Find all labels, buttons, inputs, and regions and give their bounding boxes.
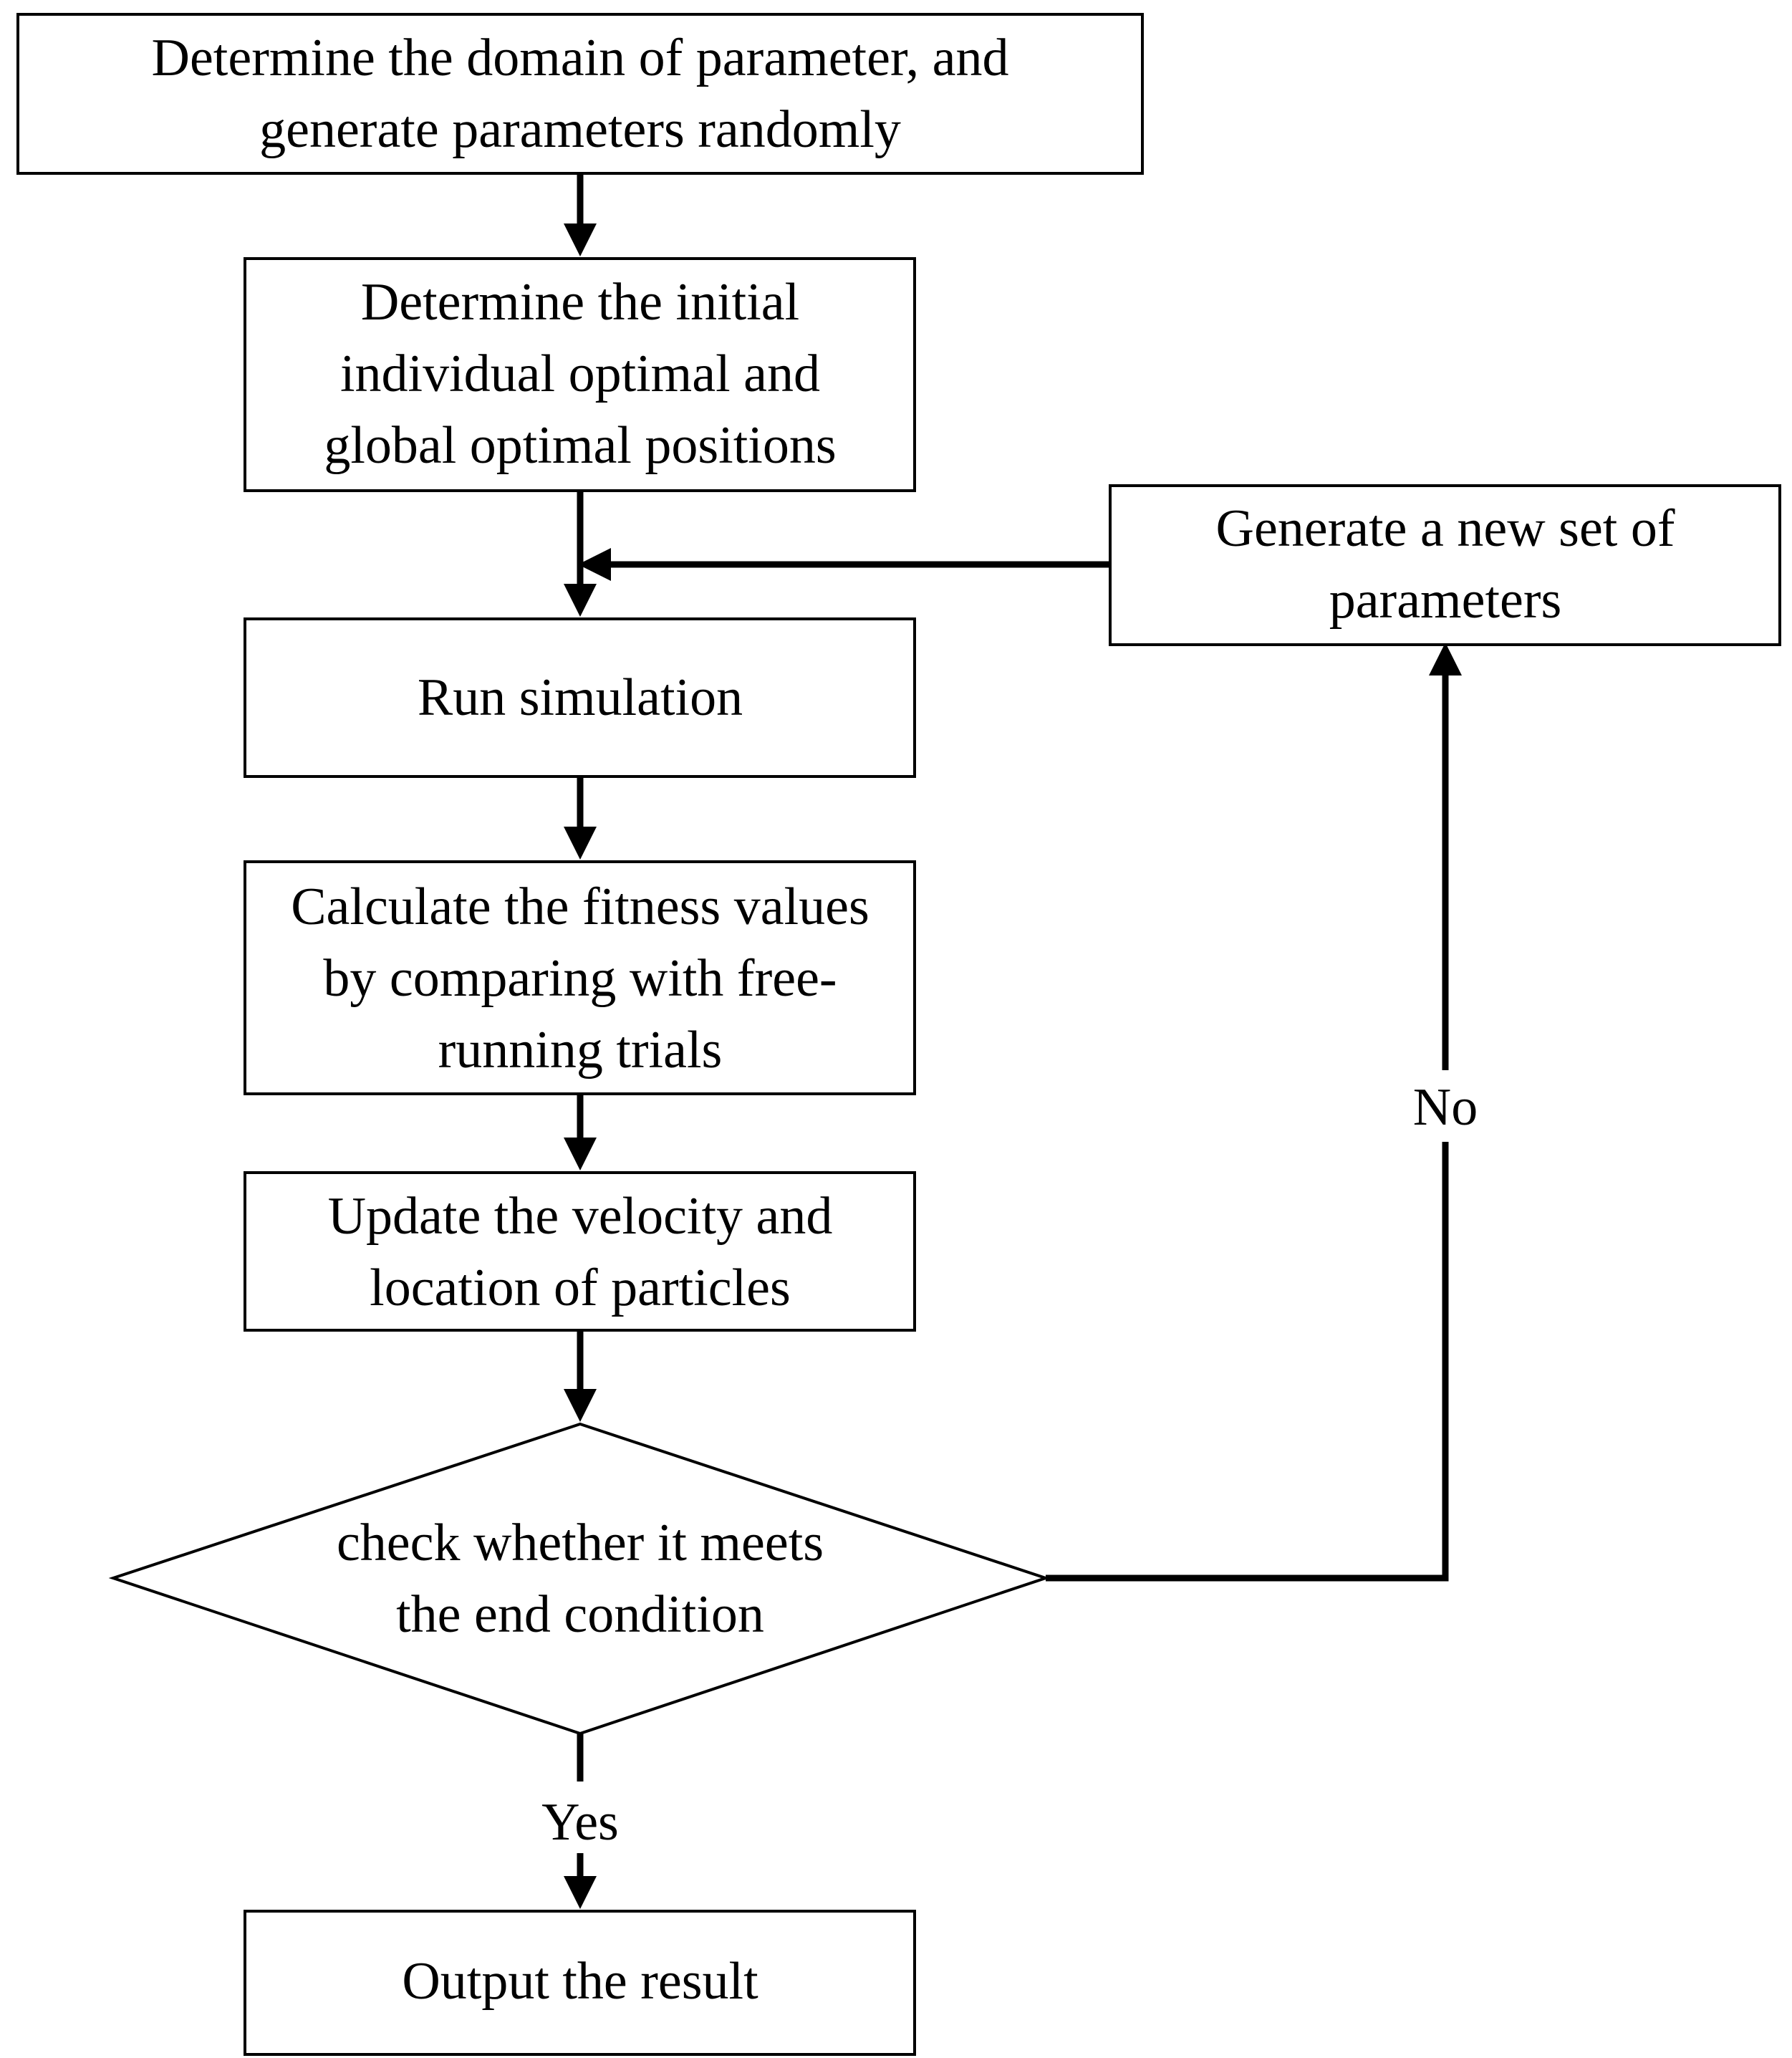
node-domain-line-1: Determine the domain of parameter, and [152, 29, 1009, 87]
node-new-params-line-1: Generate a new set of [1216, 499, 1675, 558]
box-initial [244, 257, 916, 492]
arrowhead-new-params-to-run [578, 548, 611, 581]
box-output [244, 1910, 916, 2056]
node-initial-line-2: individual optimal and [340, 345, 820, 403]
node-fitness-line-1: Calculate the fitness values [291, 877, 869, 936]
arrowhead-update-to-check [564, 1389, 597, 1422]
edges [564, 173, 1462, 1909]
box-update [244, 1171, 916, 1332]
node-check-line-2: the end condition [396, 1585, 764, 1644]
arrowhead-fitness-to-update [564, 1138, 597, 1170]
node-run-line-1: Run simulation [418, 668, 743, 727]
node-domain: Determine the domain of parameter, and g… [16, 13, 1144, 175]
node-domain-line-2: generate parameters randomly [259, 100, 901, 159]
node-output-line-1: Output the result [402, 1952, 758, 2011]
box-fitness [244, 860, 916, 1095]
arrowhead-initial-to-run [564, 584, 597, 617]
arrowhead-domain-to-initial [564, 223, 597, 256]
node-initial-line-3: global optimal positions [324, 416, 836, 475]
node-update-line-1: Update the velocity and [328, 1187, 833, 1246]
edge-check-to-new-params-horizontal [1046, 1142, 1449, 1582]
edge-label-yes: Yes [541, 1793, 619, 1852]
node-new-params-line-2: parameters [1329, 571, 1562, 630]
node-run: Run simulation [244, 617, 916, 778]
node-new-params: Generate a new set of parameters [1109, 484, 1781, 646]
node-update: Update the velocity and location of part… [244, 1171, 916, 1332]
node-output: Output the result [244, 1910, 916, 2056]
node-check-line-1: check whether it meets [337, 1514, 824, 1572]
node-initial-line-1: Determine the initial [361, 273, 799, 332]
box-domain [16, 13, 1144, 175]
arrowhead-check-to-new-params [1429, 643, 1462, 675]
node-initial: Determine the initial individual optimal… [244, 257, 916, 492]
box-run [244, 617, 916, 778]
node-fitness: Calculate the fitness values by comparin… [244, 860, 916, 1095]
arrowhead-check-to-output [564, 1876, 597, 1909]
node-update-line-2: location of particles [370, 1259, 791, 1317]
node-fitness-line-2: by comparing with free- [323, 949, 837, 1008]
edge-label-no: No [1413, 1078, 1478, 1137]
node-fitness-line-3: running trials [438, 1021, 723, 1080]
decision-check [108, 1422, 1051, 1736]
arrowhead-run-to-fitness [564, 827, 597, 860]
box-new-params [1109, 484, 1781, 646]
node-check: check whether it meets the end condition [108, 1422, 1051, 1736]
